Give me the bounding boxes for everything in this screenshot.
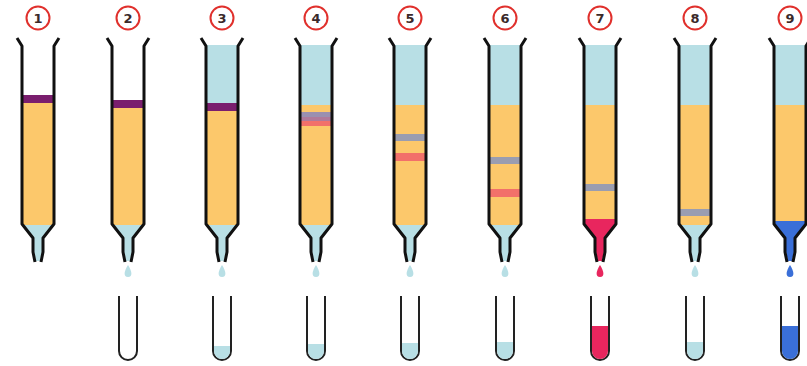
step-number-circle: 5 [397, 5, 423, 31]
step-number: 9 [785, 12, 794, 25]
column [674, 38, 716, 360]
step-number-circle: 1 [25, 5, 51, 31]
step-number: 7 [595, 12, 604, 25]
step-number-circle: 4 [303, 5, 329, 31]
step-number: 8 [690, 12, 699, 25]
step-number-circle: 3 [209, 5, 235, 31]
step-number-circle: 6 [492, 5, 518, 31]
step-number: 2 [123, 12, 132, 25]
step-number-circle: 2 [115, 5, 141, 31]
step-number: 3 [217, 12, 226, 25]
step-number: 4 [311, 12, 320, 25]
column [389, 38, 431, 360]
step-number-circle: 8 [682, 5, 708, 31]
step-number: 1 [33, 12, 42, 25]
column [17, 38, 59, 262]
step-number-circle: 9 [777, 5, 803, 31]
column [769, 38, 807, 360]
step-number-circle: 7 [587, 5, 613, 31]
step-number: 6 [500, 12, 509, 25]
step-number: 5 [405, 12, 414, 25]
column [579, 38, 621, 360]
column [484, 38, 526, 360]
column [107, 38, 149, 360]
column [201, 38, 243, 360]
column [295, 38, 337, 360]
